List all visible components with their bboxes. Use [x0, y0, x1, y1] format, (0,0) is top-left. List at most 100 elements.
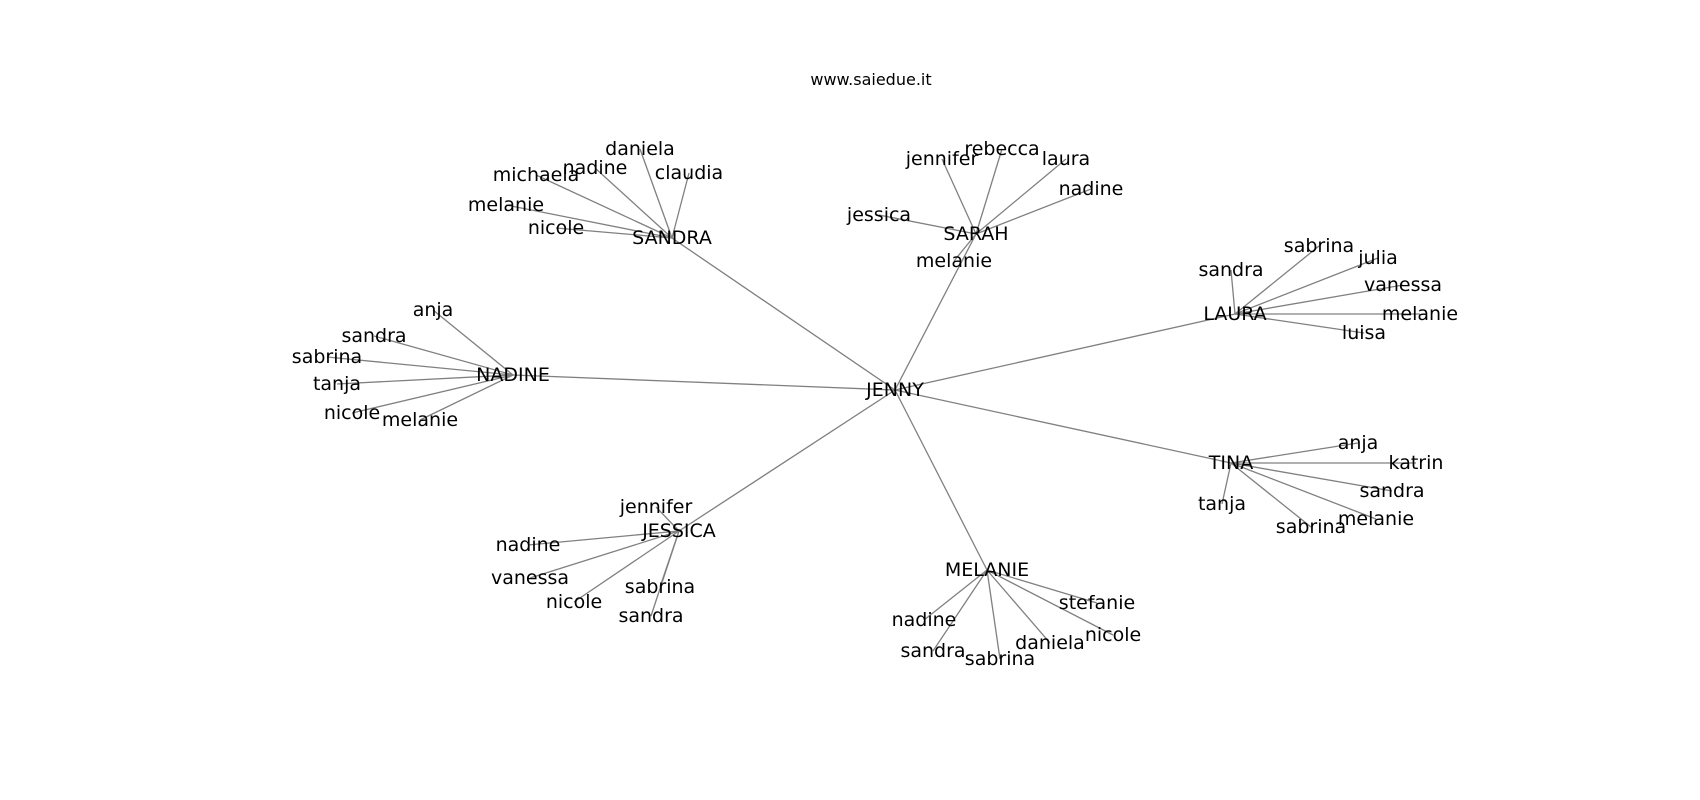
leaf-node-label: vanessa — [491, 567, 569, 589]
graph-edge — [594, 167, 673, 239]
graph-edge — [639, 148, 673, 239]
graph-edge — [878, 214, 977, 235]
leaf-node-label: sabrina — [1284, 235, 1354, 257]
graph-edge — [555, 227, 673, 239]
graph-edge — [1234, 245, 1320, 315]
leaf-node-label: nicole — [546, 591, 602, 613]
leaf-node-label: sandra — [341, 325, 406, 347]
leaf-node-label: melanie — [916, 250, 992, 272]
leaf-node-label: nadine — [1059, 178, 1124, 200]
leaf-node-label: nicole — [528, 217, 584, 239]
leaf-node-label: sandra — [1198, 259, 1263, 281]
graph-edge — [986, 569, 1051, 644]
leaf-node-label: jennifer — [905, 148, 979, 170]
leaf-node-label: melanie — [1382, 303, 1458, 325]
leaf-node-label: melanie — [1338, 508, 1414, 530]
graph-edge — [953, 233, 977, 262]
hub-node-label: TINA — [1208, 452, 1253, 474]
graph-edge — [986, 569, 1114, 636]
hub-node-label: SARAH — [943, 223, 1008, 245]
graph-edge — [975, 188, 1092, 235]
graph-edge — [529, 530, 680, 579]
leaf-node-label: katrin — [1389, 452, 1444, 474]
graph-edge — [894, 233, 977, 391]
graph-edge — [1230, 442, 1359, 464]
graph-edge — [975, 158, 1067, 235]
graph-edge — [975, 148, 1003, 235]
graph-edge — [351, 374, 514, 414]
graph-edge — [527, 530, 680, 546]
center-node-label: JENNY — [865, 379, 924, 401]
graph-edge — [505, 204, 673, 239]
leaf-node-label: sabrina — [965, 648, 1035, 670]
leaf-node-label: jessica — [846, 204, 911, 226]
leaf-node-label: sabrina — [625, 576, 695, 598]
graph-edge — [1230, 462, 1377, 520]
graph-edge — [894, 389, 1232, 464]
graph-edge — [1234, 313, 1365, 334]
graph-edge — [671, 172, 690, 239]
graph-edge — [535, 174, 673, 239]
graph-edge — [1234, 284, 1404, 315]
graph-edge — [671, 237, 896, 391]
leaf-node-label: daniela — [605, 138, 675, 160]
leaf-node-label: nicole — [324, 402, 380, 424]
leaf-node-label: claudia — [655, 162, 723, 184]
graph-edge — [1221, 462, 1232, 505]
leaf-node-label: laura — [1042, 148, 1090, 170]
graph-edge — [655, 506, 680, 532]
graph-edge — [1230, 462, 1312, 528]
graph-edge — [923, 569, 988, 621]
graph-edge — [986, 569, 1001, 660]
leaf-node-label: nadine — [563, 157, 628, 179]
leaf-node-label: jennifer — [619, 496, 693, 518]
graph-edge — [1230, 269, 1236, 315]
leaf-node-label: melanie — [468, 194, 544, 216]
graph-edge — [932, 569, 988, 652]
leaf-node-label: sandra — [900, 640, 965, 662]
graph-edge — [432, 309, 514, 376]
leaf-node-label: daniela — [1015, 632, 1085, 654]
hub-node-label: MELANIE — [945, 559, 1029, 581]
leaf-node-label: anja — [1338, 432, 1379, 454]
leaf-node-label: sandra — [1359, 480, 1424, 502]
hub-node-label: JESSICA — [641, 520, 716, 542]
hub-node-label: NADINE — [476, 364, 550, 386]
graph-edge — [573, 530, 680, 603]
leaf-node-label: nicole — [1085, 624, 1141, 646]
graph-edge — [986, 569, 1098, 604]
site-title: www.saiedue.it — [810, 70, 932, 89]
hub-node-label: SANDRA — [632, 227, 712, 249]
graph-edge — [941, 158, 977, 235]
graph-edge — [326, 356, 514, 376]
graph-edge — [678, 389, 896, 532]
leaf-node-label: nadine — [892, 609, 957, 631]
graph-edge — [373, 335, 514, 376]
leaf-node-label: tanja — [313, 373, 361, 395]
leaf-node-label: anja — [413, 299, 454, 321]
leaf-node-label: sabrina — [292, 346, 362, 368]
graph-edge — [512, 374, 896, 391]
leaf-node-label: vanessa — [1364, 274, 1442, 296]
leaf-node-label: nadine — [496, 534, 561, 556]
leaf-node-label: luisa — [1342, 322, 1386, 344]
graph-edge — [894, 389, 988, 571]
leaf-node-label: tanja — [1198, 493, 1246, 515]
edge-layer — [326, 148, 1420, 660]
graph-edge — [894, 313, 1236, 391]
graph-edge — [336, 374, 514, 385]
leaf-node-label: melanie — [382, 409, 458, 431]
graph-edge — [1230, 462, 1393, 492]
leaf-node-label: sandra — [618, 605, 683, 627]
leaf-node-label: sabrina — [1276, 516, 1346, 538]
leaf-node-label: michaela — [493, 164, 580, 186]
leaf-node-label: julia — [1357, 247, 1398, 269]
leaf-node-label: stefanie — [1059, 592, 1135, 614]
graph-edge — [1234, 257, 1379, 315]
graph-edge — [419, 374, 514, 421]
hub-node-label: LAURA — [1203, 303, 1266, 325]
leaf-node-label: rebecca — [964, 138, 1039, 160]
graph-edge — [650, 530, 680, 617]
